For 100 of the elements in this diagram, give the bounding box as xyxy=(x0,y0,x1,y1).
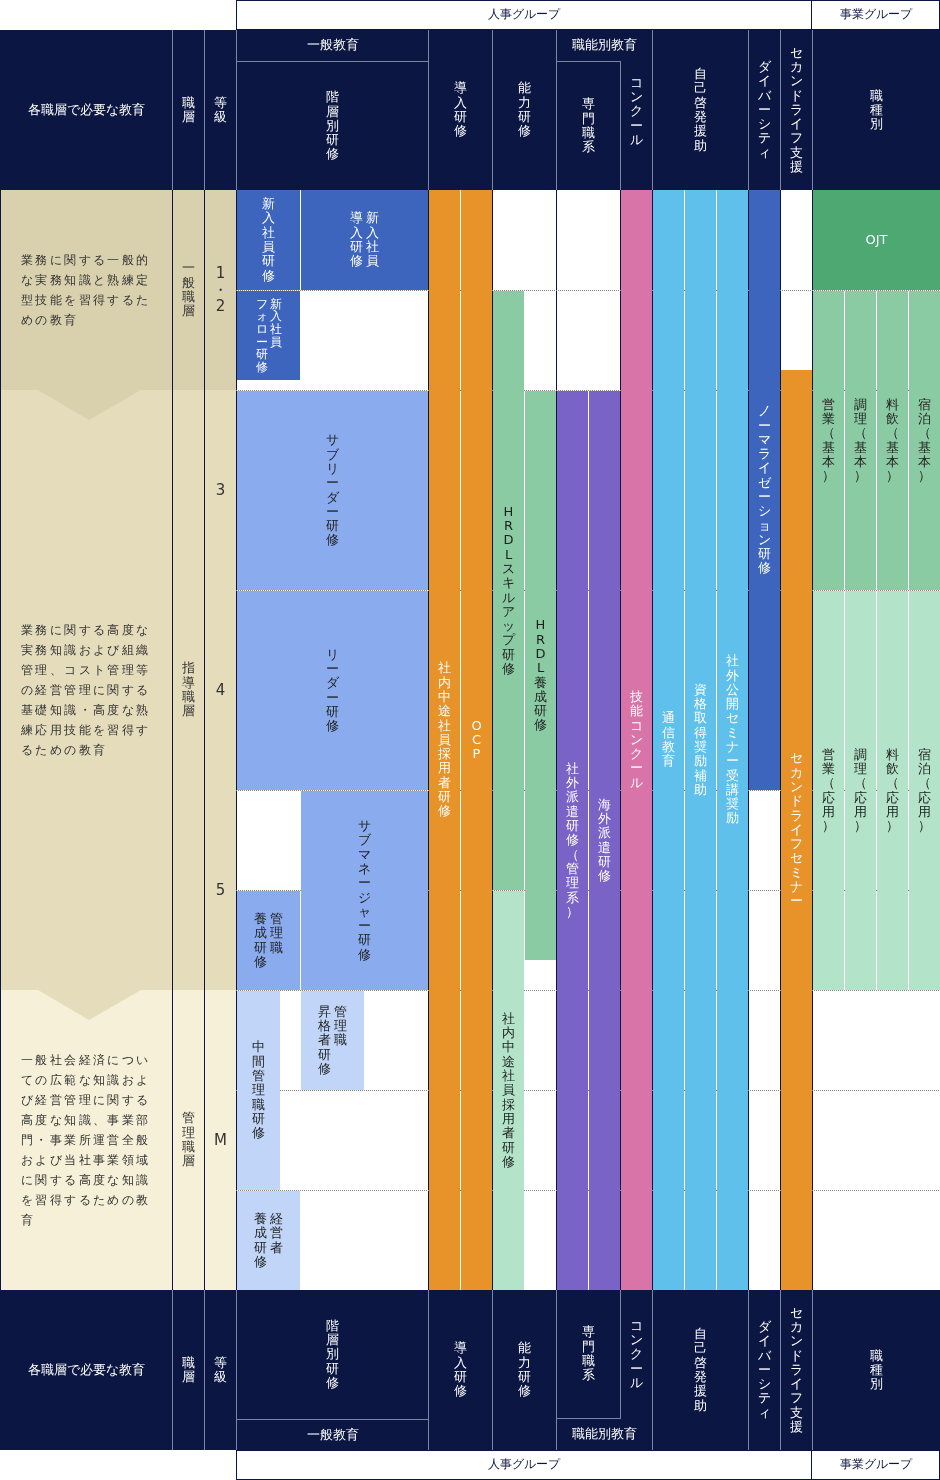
column-title: 職層 xyxy=(182,1355,195,1385)
training-name: HRDL養成研修 xyxy=(534,618,547,733)
training-bar xyxy=(301,190,428,290)
level-description: 業務に関する高度な実務知識および組織管理、コスト管理等の経営管理に関する基礎知識・高度な熟練応用技能を習得するための教育 xyxy=(21,622,152,759)
training-bar xyxy=(589,391,620,1290)
training-name: セカンドライフセミナー xyxy=(790,751,803,909)
group-header xyxy=(811,1450,940,1480)
column-header xyxy=(556,1419,652,1450)
level-description: 業務に関する一般的な実務知識と熟練定型技能を習得するための教育 xyxy=(21,252,152,329)
training-bar xyxy=(237,190,300,290)
training-bar xyxy=(301,991,364,1090)
column-header xyxy=(204,1290,236,1450)
level-description: 一般社会経済についての広範な知識および経営管理に関する高度な知識、事業部門・事業所運営全般および当社事業領域に関する高度な知識を習得するための教育 xyxy=(21,1052,152,1229)
training-name: 社内中途社員採用者研修 xyxy=(438,661,451,819)
training-bar xyxy=(813,591,844,990)
level-band xyxy=(1,190,172,420)
column-header xyxy=(428,30,492,190)
column-title: 導入研修 xyxy=(454,1341,467,1399)
rank-band xyxy=(173,190,204,390)
training-bar xyxy=(845,291,876,590)
column-title: 自己啓発援助 xyxy=(694,67,707,153)
training-bar xyxy=(237,891,300,990)
column-header xyxy=(652,30,748,190)
column-header xyxy=(812,30,940,190)
column-header xyxy=(812,1290,940,1450)
column-header xyxy=(172,30,204,190)
column-title: ダイバーシティ xyxy=(758,59,771,161)
group-header xyxy=(811,0,940,30)
training-bar xyxy=(813,291,844,590)
training-name: ノーマライゼーション研修 xyxy=(758,404,771,576)
training-bar xyxy=(301,791,428,990)
rank-name: 一般職層 xyxy=(182,261,195,319)
training-bar xyxy=(493,891,524,1290)
training-name: 中間管理職研修 xyxy=(252,1040,265,1141)
training-name: 社外派遣研修（管理系） xyxy=(566,761,579,920)
column-title: 自己啓発援助 xyxy=(694,1327,707,1413)
training-name: 新入社員研修 xyxy=(262,197,275,283)
column-title: 能力研修 xyxy=(518,81,531,139)
column-header xyxy=(780,1290,812,1450)
training-bar xyxy=(557,391,588,1290)
column-header xyxy=(0,30,172,190)
grade-band xyxy=(205,790,236,990)
column-title: 職能別教育 xyxy=(572,1426,637,1443)
grade-band xyxy=(205,990,236,1290)
training-bar xyxy=(237,591,428,790)
training-name: 技能コンクール xyxy=(630,689,643,791)
training-name: 社内中途社員採用者研修 xyxy=(502,1011,515,1170)
training-bar xyxy=(237,291,300,380)
training-bar xyxy=(685,190,716,1290)
training-name: 宿泊（応用） xyxy=(918,747,931,834)
column-header xyxy=(556,61,620,190)
column-header xyxy=(748,30,780,190)
training-name: OCP xyxy=(470,718,483,762)
level-band xyxy=(1,990,172,1290)
grade-number: 3 xyxy=(214,481,227,499)
group-name: 事業グループ xyxy=(839,7,912,23)
training-name: 管理職養成研修 xyxy=(254,911,283,970)
training-name: HRDLスキルアップ研修 xyxy=(502,504,515,677)
rank-band xyxy=(173,990,204,1290)
grade-number: 1・2 xyxy=(213,265,228,315)
column-title: 導入研修 xyxy=(454,81,467,139)
training-bar xyxy=(909,291,940,590)
column-title: セカンドライフ支援 xyxy=(790,1305,803,1435)
training-bar xyxy=(749,190,780,790)
column-header xyxy=(556,30,652,61)
column-title: 職層 xyxy=(182,95,195,125)
group-name: 人事グループ xyxy=(488,1457,560,1473)
column-title: 階層別研修 xyxy=(326,90,339,162)
training-name: 新入社員導入研修 xyxy=(350,211,379,269)
training-name: 通信教育 xyxy=(662,711,675,769)
training-name: 経営者養成研修 xyxy=(254,1211,283,1270)
column-header xyxy=(748,1290,780,1450)
column-header xyxy=(236,1290,428,1419)
training-bar xyxy=(877,291,908,590)
training-name: 調理（応用） xyxy=(854,747,867,834)
training-name: 営業（基本） xyxy=(822,397,835,484)
training-bar xyxy=(653,190,684,1290)
training-bar xyxy=(877,591,908,990)
group-name: 事業グループ xyxy=(839,1457,912,1473)
column-title: 職種別 xyxy=(870,88,883,132)
training-name: 新入社員フォロー研修 xyxy=(255,297,282,374)
column-header xyxy=(428,1290,492,1450)
grade-number: M xyxy=(213,1131,228,1149)
column-title: セカンドライフ支援 xyxy=(790,45,803,175)
training-name: 料飲（基本） xyxy=(886,397,899,484)
training-bar xyxy=(813,190,940,290)
rank-band xyxy=(173,390,204,990)
column-title: ダイバーシティ xyxy=(758,1319,771,1421)
column-header xyxy=(236,61,428,190)
column-header xyxy=(556,1290,620,1419)
training-bar xyxy=(429,190,460,1290)
rank-name: 指導職層 xyxy=(182,661,195,719)
training-bar xyxy=(845,591,876,990)
column-title: コンクール xyxy=(630,1318,643,1391)
grade-band xyxy=(205,190,236,390)
training-bar xyxy=(461,190,492,1290)
column-title: 等級 xyxy=(214,95,227,125)
training-name: 管理職昇格者研修 xyxy=(318,1004,347,1077)
column-header xyxy=(492,1290,556,1450)
training-name: サブマネージャー研修 xyxy=(358,819,371,962)
